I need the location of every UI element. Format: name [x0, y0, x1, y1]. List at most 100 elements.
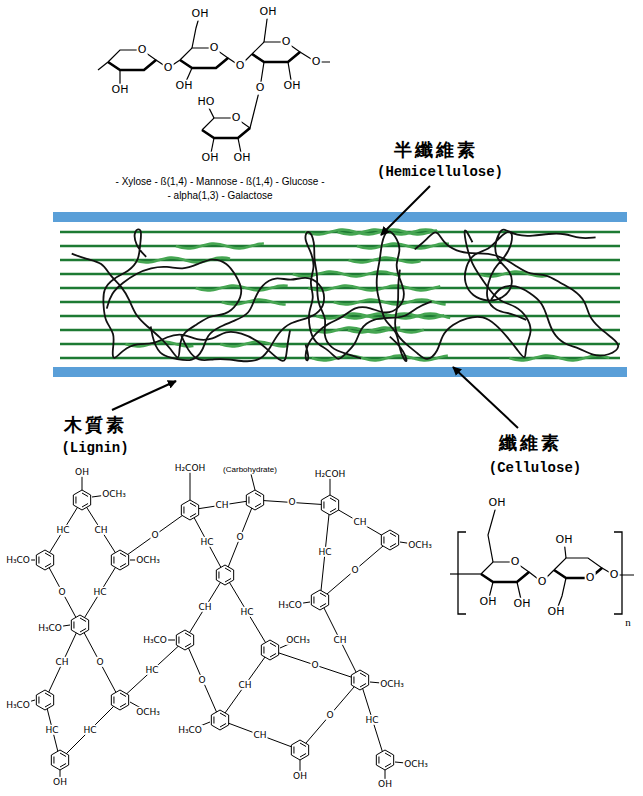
- hemicellulose-strand: [357, 244, 449, 249]
- double-bond: [60, 764, 66, 768]
- double-bond: [45, 553, 51, 557]
- atom-label: CH: [352, 517, 367, 527]
- aromatic-ring: [216, 565, 233, 585]
- atom-label: OH: [488, 497, 507, 510]
- double-bond: [270, 643, 276, 647]
- atom-label: OH: [283, 80, 302, 93]
- atom-label: OH: [555, 534, 574, 547]
- double-bond: [353, 677, 354, 684]
- atom-label: CH: [237, 680, 252, 690]
- double-bond: [60, 753, 66, 757]
- aromatic-ring: [36, 690, 53, 710]
- lignin-bond: [220, 650, 270, 720]
- double-bond: [38, 557, 39, 564]
- atom-label: OCH₃: [285, 635, 311, 645]
- ring-front-edge: [180, 58, 228, 68]
- lignin-bond: [360, 680, 385, 760]
- double-bond: [45, 693, 51, 697]
- atom-label: HC: [364, 715, 379, 725]
- atom-label: O: [235, 60, 246, 73]
- atom-label: H₃CO: [37, 623, 63, 633]
- double-bond: [53, 757, 54, 764]
- double-bond: [113, 557, 114, 564]
- double-bond: [45, 564, 51, 568]
- aromatic-ring: [51, 750, 68, 770]
- ring-front-edge: [252, 52, 300, 62]
- atom-label: O: [350, 565, 359, 575]
- atom-label: O: [510, 556, 521, 569]
- double-bond: [385, 753, 391, 757]
- lignin-bond: [190, 500, 255, 510]
- atom-label: H₂COH: [174, 463, 207, 473]
- atom-label: OH: [175, 80, 194, 93]
- lignin-strand: [415, 232, 619, 355]
- aromatic-ring: [376, 750, 393, 770]
- double-bond: [255, 493, 261, 497]
- lignin-bond: [120, 510, 190, 560]
- aromatic-ring: [73, 490, 90, 510]
- linkage-caption: - alpha(1,3) - Galactose: [167, 190, 272, 202]
- component-name: 木質素: [64, 415, 127, 436]
- atom-label: CH: [252, 730, 267, 740]
- atom-label: O: [150, 530, 159, 540]
- double-bond: [120, 553, 126, 557]
- double-bond: [263, 647, 264, 654]
- aromatic-ring: [351, 670, 368, 690]
- atom-label: HC: [44, 725, 59, 735]
- pointer-arrow: [112, 381, 176, 410]
- hemicellulose-strand: [220, 342, 288, 347]
- lignin-strand: [306, 231, 407, 361]
- atom-label: OH: [547, 606, 566, 619]
- lignin-bond: [60, 700, 120, 760]
- double-bond: [73, 622, 74, 629]
- double-bond: [330, 509, 336, 513]
- sugar-ring: [252, 42, 300, 62]
- aromatic-ring: [111, 550, 128, 570]
- ring-front-edge: [108, 60, 156, 70]
- component-name: 纖維素: [499, 433, 562, 454]
- double-bond: [225, 579, 231, 583]
- lignin-bond: [185, 640, 220, 720]
- double-bond: [320, 604, 326, 608]
- atom-label: HC: [92, 587, 107, 597]
- atom-label: O: [310, 660, 319, 670]
- atom-label: CH: [332, 635, 347, 645]
- atom-label: O: [209, 42, 220, 55]
- double-bond: [185, 644, 191, 648]
- double-bond: [248, 497, 249, 504]
- ring-front-edge: [481, 572, 529, 582]
- atom-label: O: [325, 710, 334, 720]
- linkage-caption: - Xylose - ß(1,4) - Mannose - ß(1,4) - G…: [116, 176, 325, 188]
- atom-label: OCH₃: [135, 707, 161, 717]
- atom-label: O: [537, 576, 548, 589]
- atom-label: H₃CO: [177, 725, 203, 735]
- atom-label: OH: [513, 598, 532, 611]
- lignin-bond: [45, 560, 80, 625]
- aromatic-ring: [291, 740, 308, 760]
- aromatic-ring: [111, 690, 128, 710]
- double-bond: [120, 564, 126, 568]
- atom-label: CH: [197, 602, 212, 612]
- atom-label: HC: [317, 547, 332, 557]
- lignin-bond: [300, 680, 360, 750]
- hemicellulose-strand: [305, 230, 437, 235]
- lignin-bond: [225, 575, 270, 650]
- atom-label: OCH₃: [403, 759, 429, 769]
- double-bond: [390, 544, 396, 548]
- cellulose-fiber: [60, 245, 620, 247]
- lignin-strand: [151, 278, 324, 361]
- atom-label: CH: [214, 500, 229, 510]
- lignin-bond: [270, 650, 360, 680]
- atom-label: CH: [93, 525, 108, 535]
- atom-label: HC: [82, 725, 97, 735]
- lignin-strand: [103, 229, 290, 361]
- aromatic-ring: [311, 590, 328, 610]
- atom-label: HC: [144, 665, 159, 675]
- atom-label: OCH₃: [407, 540, 433, 550]
- aromatic-ring: [176, 630, 193, 650]
- cellulose-fiber: [60, 259, 620, 261]
- double-bond: [313, 597, 314, 604]
- aromatic-ring: [71, 615, 88, 635]
- aromatic-ring: [36, 550, 53, 570]
- double-bond: [360, 673, 366, 677]
